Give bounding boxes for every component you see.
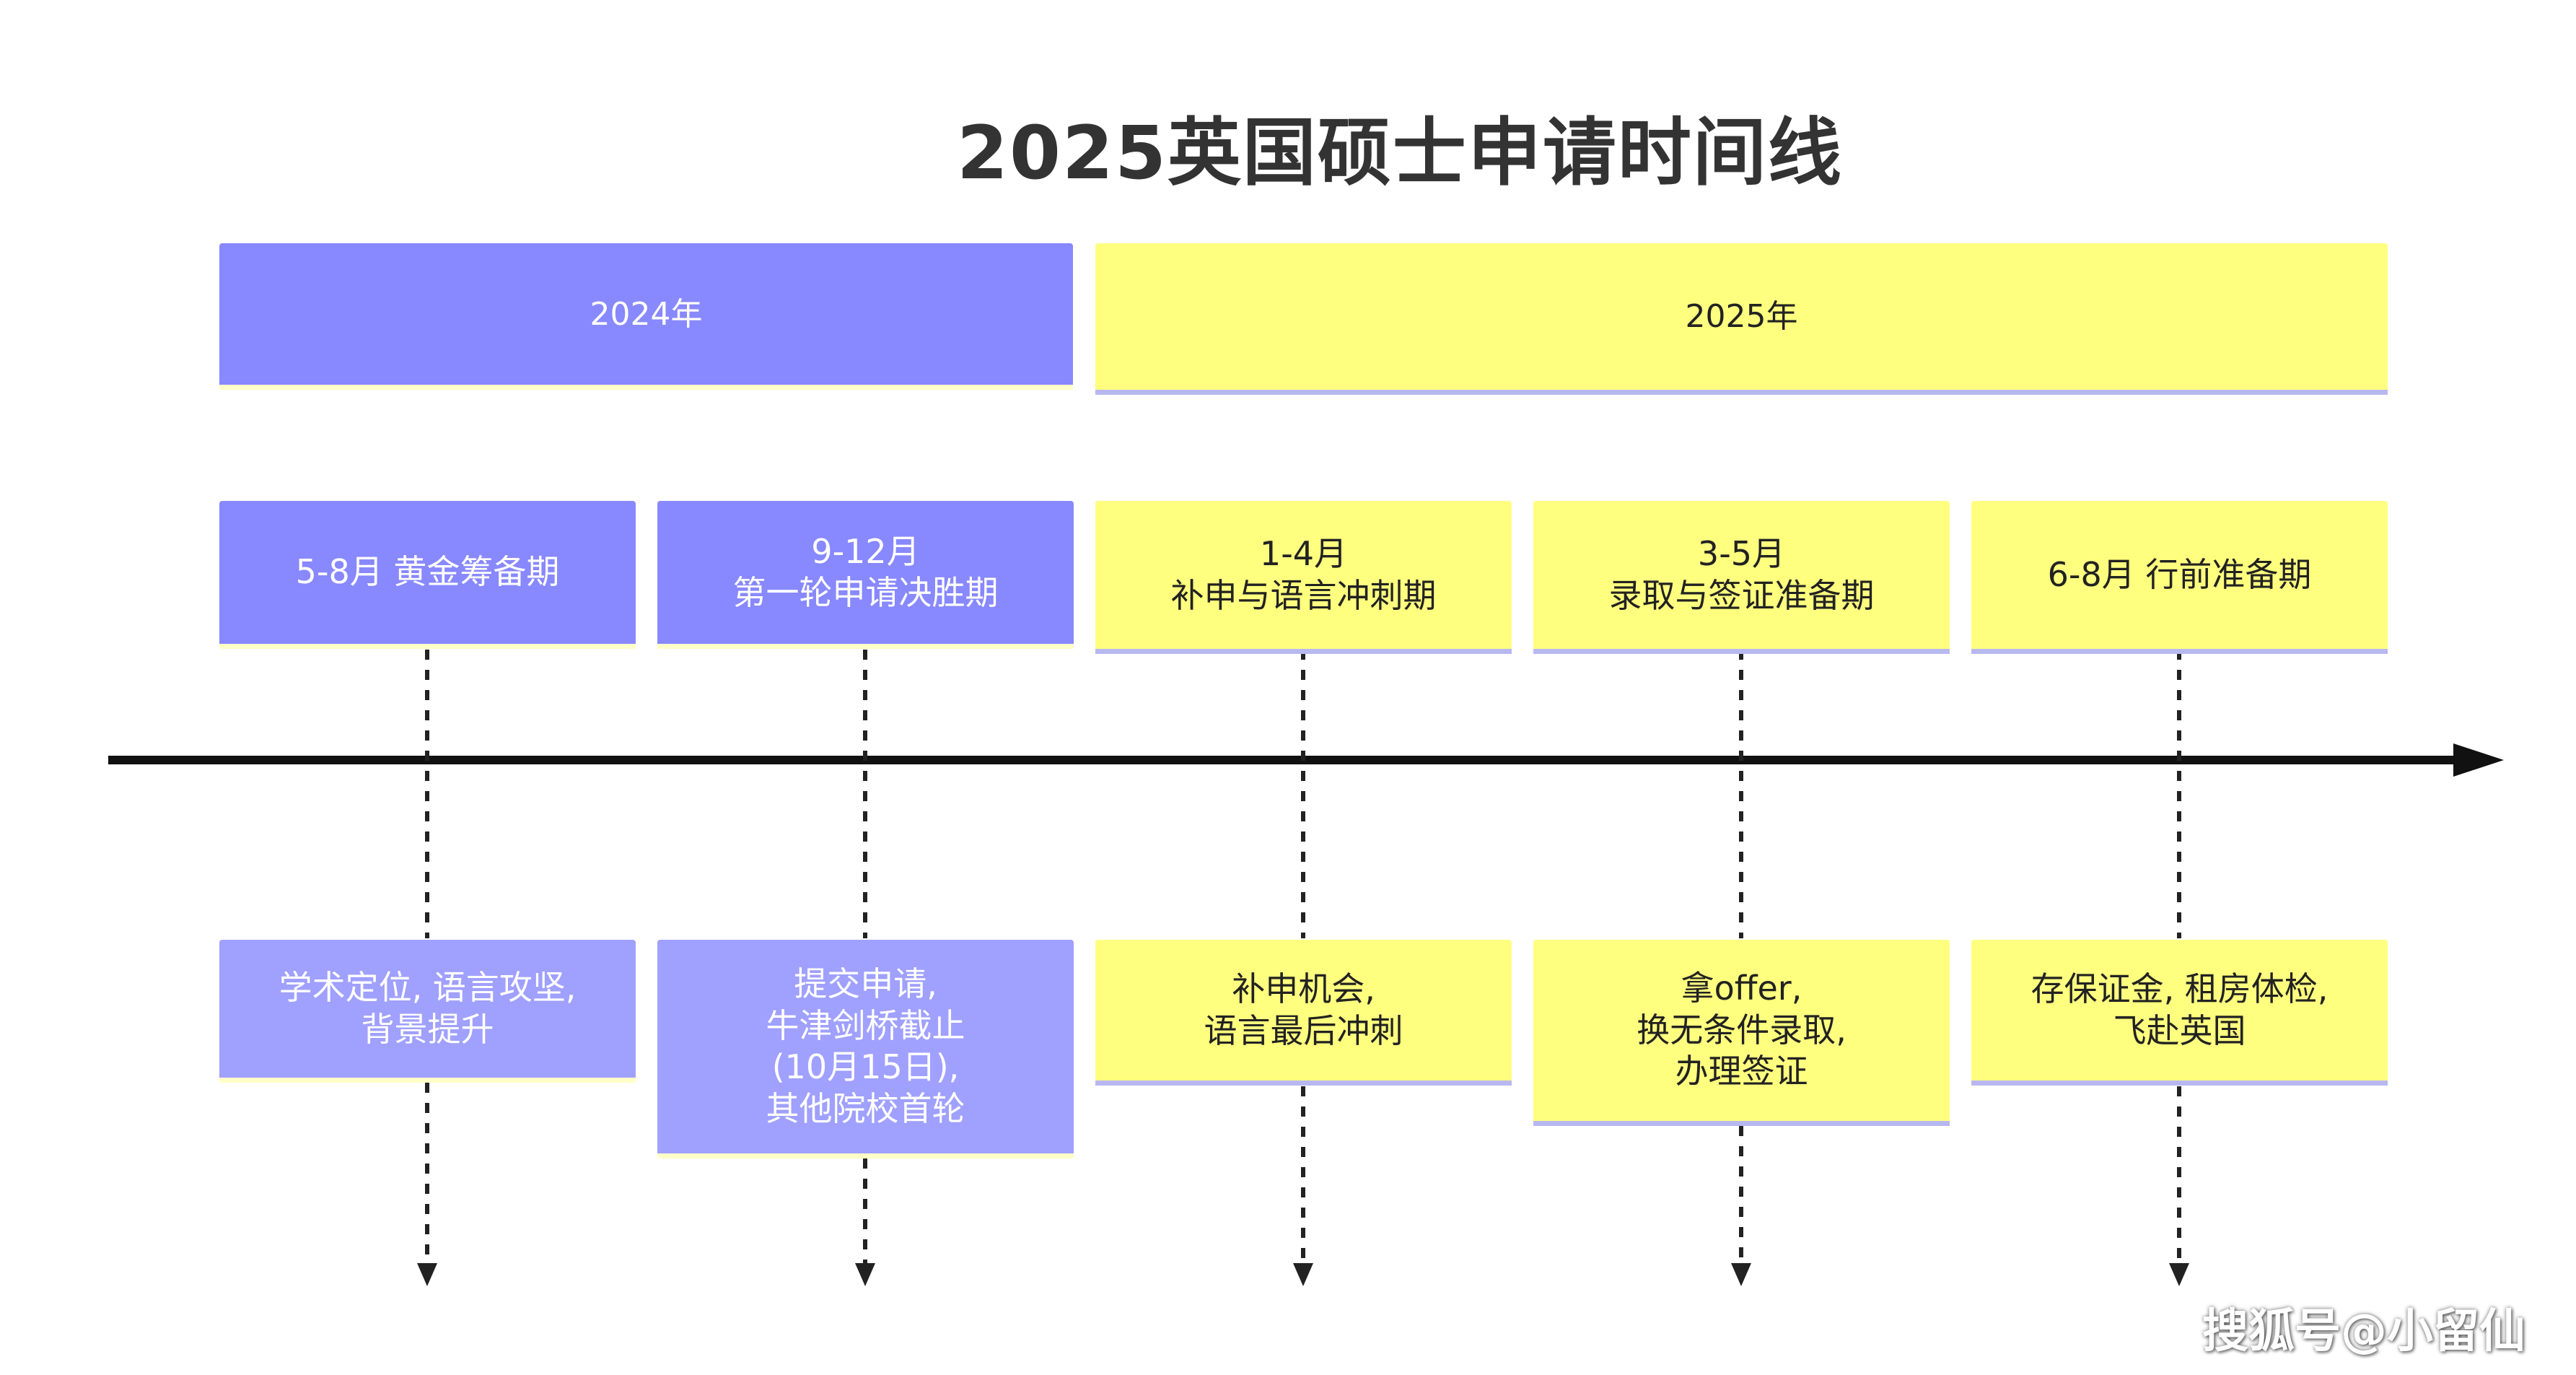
phase-box-4: 3-5月 录取与签证准备期 [1533,501,1950,654]
watermark: 搜狐号@小留仙 [2202,1305,2525,1358]
description-box-4: 拿offer, 换无条件录取, 办理签证 [1533,940,1950,1126]
phase-2-connector [855,650,875,1286]
phase-box-3: 1-4月 补申与语言冲刺期 [1095,501,1512,654]
description-box-5: 存保证金, 租房体检, 飞赴英国 [1971,940,2388,1086]
description-box-3: 补申机会, 语言最后冲刺 [1095,940,1512,1086]
description-box-1: 学术定位, 语言攻坚, 背景提升 [219,940,636,1083]
page-title: 2025英国硕士申请时间线 [957,110,1843,196]
description-box-2: 提交申请, 牛津剑桥截止 (10月15日), 其他院校首轮 [657,940,1074,1158]
year-header-2024: 2024年 [219,243,1073,390]
phase-1-connector [417,650,437,1286]
phase-box-2: 9-12月 第一轮申请决胜期 [657,501,1074,649]
phase-5-connector [2169,650,2189,1286]
phase-4-connector [1731,650,1751,1286]
arrow-right-icon [2453,743,2504,777]
phase-box-5: 6-8月 行前准备期 [1971,501,2388,654]
year-header-2025: 2025年 [1095,243,2388,395]
phase-3-connector [1293,650,1313,1286]
phase-box-1: 5-8月 黄金筹备期 [219,501,636,649]
